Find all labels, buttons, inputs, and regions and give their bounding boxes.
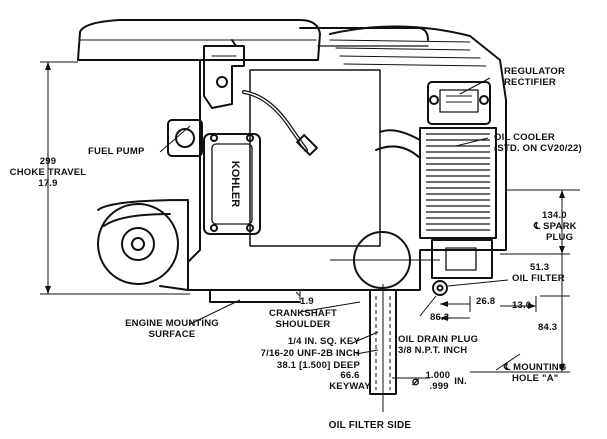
keyway-label: 66.6 KEYWAY <box>329 370 371 392</box>
crankshaft-shoulder-label: CRANKSHAFT SHOULDER <box>269 308 337 330</box>
regulator-rectifier-label: REGULATOR RECTIFIER <box>504 66 566 88</box>
starter-assembly <box>97 199 189 291</box>
dim-13-0-label: 13.0 <box>512 300 532 311</box>
spark-plug-label: 134.0 ℄ SPARK PLUG <box>534 210 577 243</box>
blower-housing <box>329 25 507 101</box>
regulator-rectifier-unit <box>427 81 491 125</box>
square-key-label: 1/4 IN. SQ. KEY <box>287 336 360 347</box>
mounting-hole-label: ℄ MOUNTING HOLE "A" <box>504 362 567 384</box>
choke-travel-label: 299 CHOKE TRAVEL 17.9 <box>9 156 87 189</box>
dim-86-3-label: 86.3 <box>430 312 450 323</box>
fuel-pump-unit <box>167 90 318 157</box>
oil-drain-plug-label: OIL DRAIN PLUG 3/8 N.P.T. INCH <box>398 334 479 356</box>
oil-cooler-label: OIL COOLER (STD. ON CV20/22) <box>494 132 582 154</box>
carburetor-linkage <box>203 39 245 109</box>
oil-filter-canister <box>330 231 440 289</box>
thread-spec-label: 7/16-20 UNF-2B INCH <box>260 348 360 359</box>
leader-lines <box>159 77 509 379</box>
air-cleaner <box>77 19 429 61</box>
oil-filter-dimension-label: 51.3 OIL FILTER <box>512 262 565 284</box>
oil-filter-side-caption: OIL FILTER SIDE <box>328 420 412 431</box>
valve-cover-text: KOHLER <box>229 161 241 208</box>
dim-26-8-label: 26.8 <box>476 296 496 307</box>
crankcase-details <box>209 239 493 303</box>
thread-depth-label: 38.1 [1.500] DEEP <box>276 360 360 371</box>
crankshaft <box>369 284 397 412</box>
valve-cover: KOHLER <box>203 133 261 235</box>
oil-cooler-unit <box>375 127 497 239</box>
engine-mounting-surface-label: ENGINE MOUNTING SURFACE <box>125 318 219 340</box>
dim-84-3-label: 84.3 <box>538 322 558 333</box>
fuel-pump-label: FUEL PUMP <box>88 146 145 157</box>
dimension-lines <box>40 61 580 373</box>
dim-1-9-label: 1.9 <box>300 296 314 307</box>
